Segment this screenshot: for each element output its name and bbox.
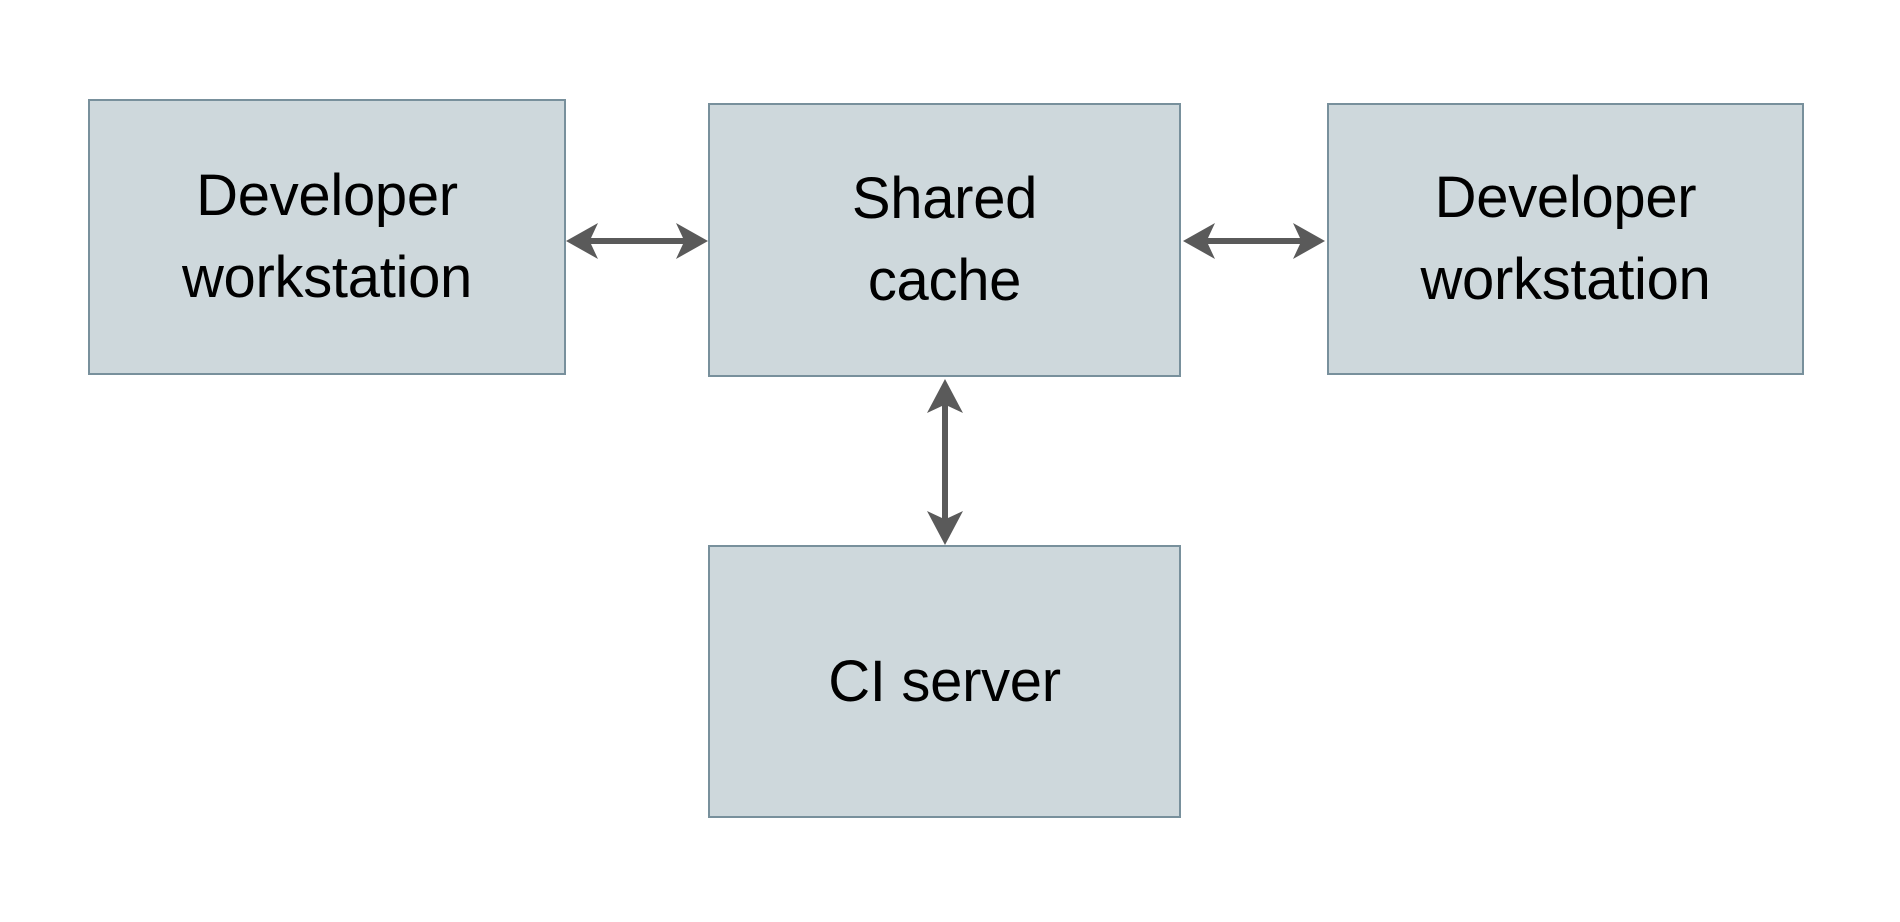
node-developer-workstation-left[interactable]: Developer workstation (88, 99, 566, 375)
double-arrow-vertical-icon (927, 379, 963, 545)
edge-shared-cache-to-developer-right[interactable] (1181, 211, 1327, 271)
node-developer-workstation-right[interactable]: Developer workstation (1327, 103, 1804, 375)
node-shared-cache[interactable]: Shared cache (708, 103, 1181, 377)
node-label: Shared cache (851, 166, 1038, 313)
node-label: CI server (828, 648, 1061, 714)
edge-shared-cache-to-ci-server[interactable] (915, 377, 975, 547)
double-arrow-horizontal-icon (566, 223, 708, 259)
node-label: Developer workstation (181, 163, 473, 310)
double-arrow-horizontal-icon (1183, 223, 1325, 259)
edge-developer-left-to-shared-cache[interactable] (564, 211, 710, 271)
node-ci-server[interactable]: CI server (708, 545, 1181, 818)
node-label: Developer workstation (1420, 165, 1711, 312)
